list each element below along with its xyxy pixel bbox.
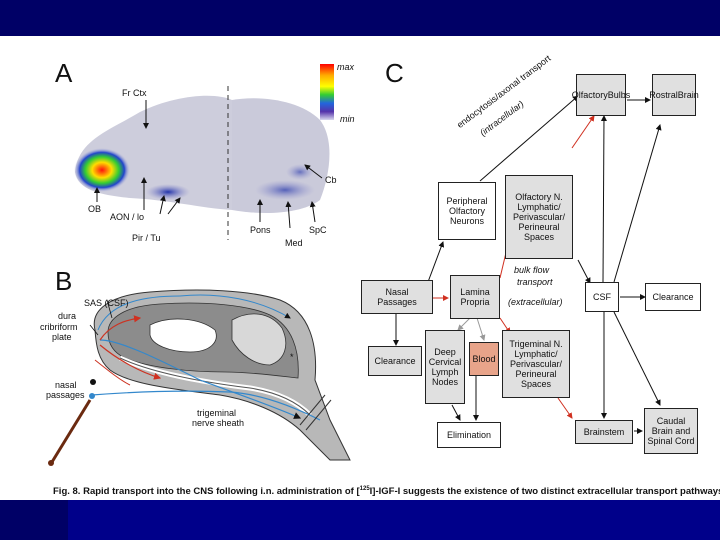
figure-caption: Fig. 8. Rapid transport into the CNS fol…: [53, 486, 720, 497]
node-trigeminal-n-lymphatic: Trigeminal N.Lymphatic/Perivascular/Peri…: [502, 330, 570, 398]
panel-b-letter: B: [55, 266, 73, 296]
node-brainstem: Brainstem: [575, 420, 633, 444]
node-text: Perivascular/: [512, 212, 566, 222]
node-text: Trigeminal N.: [509, 339, 563, 349]
intensity-scale-bar: [320, 64, 334, 120]
node-text: Deep: [434, 347, 456, 357]
bottom-bar-accent: [68, 500, 720, 540]
scale-max-label: max: [337, 62, 355, 72]
node-text: CSF: [593, 292, 611, 302]
node-clearance-right: Clearance: [645, 283, 701, 311]
node-text: Lymphatic/: [514, 349, 558, 359]
brain-schematic: [48, 289, 351, 466]
label-nasal-1: nasal: [55, 380, 77, 390]
node-text: Spaces: [520, 379, 552, 389]
node-text: Caudal: [656, 416, 686, 426]
node-elimination: Elimination: [437, 422, 501, 448]
node-text: Olfactory: [571, 90, 608, 100]
node-clearance-left: Clearance: [368, 346, 422, 376]
node-text: Olfactory: [448, 206, 485, 216]
label-pons: Pons: [250, 225, 271, 235]
label-trigeminal-2: nerve sheath: [192, 418, 245, 428]
label-cribriform-2: plate: [52, 332, 72, 342]
node-text: Bulbs: [607, 90, 631, 100]
label-fr-ctx: Fr Ctx: [122, 88, 147, 98]
node-text: Clearance: [374, 356, 416, 366]
node-text: Lamina: [460, 287, 490, 297]
label-cb: Cb: [325, 175, 337, 185]
flow-diagram-arrows: [393, 95, 662, 434]
label-nasal-2: passages: [46, 390, 85, 400]
node-text: Lymph: [431, 367, 459, 377]
node-text: Lymphatic/: [517, 202, 561, 212]
label-cribriform-1: cribriform: [40, 322, 78, 332]
scale-min-label: min: [340, 114, 355, 124]
node-blood: Blood: [469, 342, 499, 376]
node-text: Perivascular/: [509, 359, 563, 369]
panel-c-letter: C: [385, 58, 404, 88]
node-text: Brain: [677, 90, 699, 100]
node-text: Neurons: [449, 216, 485, 226]
node-olfactory-n-lymphatic: Olfactory N.Lymphatic/Perivascular/Perin…: [505, 175, 573, 259]
bottom-bar-left: [0, 500, 68, 540]
label-trigeminal-1: trigeminal: [197, 408, 237, 418]
caption-prefix: Fig. 8. Rapid transport into the CNS fol…: [53, 486, 360, 498]
node-text: Spaces: [523, 232, 555, 242]
caption-suffix: I]-IGF-I suggests the existence of two d…: [369, 486, 720, 498]
label-dura: dura: [58, 311, 77, 321]
autoradiograph-image: [74, 64, 334, 240]
node-text: Passages: [377, 297, 417, 307]
label-ob: OB: [88, 204, 102, 214]
label-sas-csf: SAS (CSF): [84, 298, 129, 308]
label-star: *: [290, 352, 294, 362]
label-med: Med: [285, 238, 303, 248]
node-text: Blood: [472, 354, 496, 364]
node-csf: CSF: [585, 282, 619, 312]
node-text: Spinal Cord: [647, 436, 695, 446]
panel-a-letter: A: [55, 58, 73, 88]
caption-superscript: 125: [359, 486, 370, 492]
node-text: Cervical: [428, 357, 462, 367]
node-text: Perineural: [515, 369, 557, 379]
label-spc: SpC: [309, 225, 327, 235]
node-text: Olfactory N.: [515, 192, 563, 202]
node-text: Clearance: [652, 292, 694, 302]
annotation-extracellular: (extracellular): [508, 297, 563, 307]
node-text: Perineural: [518, 222, 560, 232]
label-aon-lo: AON / lo: [110, 212, 145, 222]
annotation-transport: transport: [517, 277, 553, 287]
node-text: Nasal: [385, 287, 409, 297]
node-text: Brain and: [651, 426, 691, 436]
node-text: Nodes: [431, 377, 458, 387]
node-text: Brainstem: [583, 427, 625, 437]
node-text: Elimination: [446, 430, 492, 440]
node-text: Rostral: [649, 90, 678, 100]
bottom-bar: [0, 500, 720, 540]
node-text: Peripheral: [446, 196, 488, 206]
annotation-bulk-flow: bulk flow: [514, 265, 550, 275]
top-title-bar: [0, 0, 720, 36]
node-text: Propria: [460, 297, 490, 307]
label-pir-tu: Pir / Tu: [132, 233, 161, 243]
